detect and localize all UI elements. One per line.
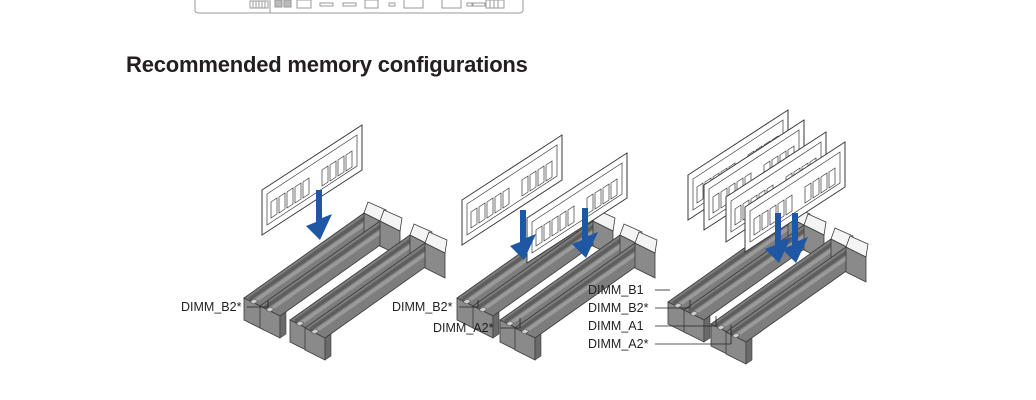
memory-module <box>261 124 363 236</box>
section-title: Recommended memory configurations <box>126 52 528 77</box>
slot-label: DIMM_A2* <box>588 337 649 351</box>
slot-label: DIMM_B2* <box>181 300 242 314</box>
config-four-modules: DIMM_B1 DIMM_B2* DIMM_A1 DIMM_A2* <box>588 109 869 365</box>
config-one-module: DIMM_B2* <box>181 124 448 361</box>
config-two-modules: DIMM_B2* DIMM_A2* <box>392 134 658 361</box>
slot-label: DIMM_A1 <box>588 319 644 333</box>
motherboard-outline-strip <box>194 0 524 14</box>
slot-label: DIMM_B2* <box>588 301 649 315</box>
slot-label: DIMM_A2* <box>433 321 494 335</box>
slot-label: DIMM_B2* <box>392 300 453 314</box>
slot-label: DIMM_B1 <box>588 283 644 297</box>
